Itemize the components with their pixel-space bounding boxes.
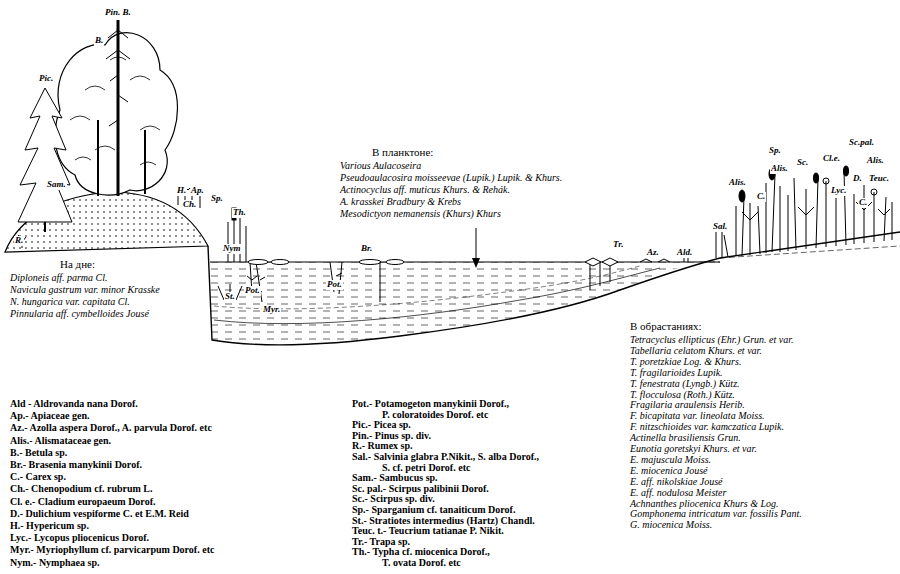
species-line: Achnanthes pliocenica Khurs & Log.: [630, 498, 779, 509]
water-plants: [218, 208, 688, 302]
plant-abbreviation: Pin. B.: [104, 8, 132, 18]
species-line: Diploneis aff. parma Cl.: [10, 272, 108, 283]
species-line: Actinocyclus aff. muticus Khurs. & Rehák…: [340, 184, 510, 195]
species-line: Pinnularia aff. cymbelloides Jousé: [10, 308, 149, 319]
species-line: T. flocculosa (Roth.) Kütz.: [630, 389, 735, 400]
plant-abbreviation: C.: [756, 192, 766, 202]
species-line: Myr.- Myriophyllum cf. parvicarpum Dorof…: [10, 544, 214, 555]
species-line: A. krasskei Bradbury & Krebs: [340, 196, 461, 207]
species-line: P. coloratoides Dorof. etc: [382, 409, 488, 420]
plant-abbreviation: Cl.e.: [822, 154, 841, 164]
plant-abbreviation: Pic.: [38, 74, 54, 84]
species-line: T. ovata Dorof. etc: [382, 557, 461, 568]
species-line: Navicula gastrum var. minor Krasske: [10, 284, 160, 295]
list-heading: В планктоне:: [372, 146, 433, 158]
species-line: Actinella brasiliensis Grun.: [630, 432, 741, 443]
plant-abbreviation: St.: [224, 292, 236, 302]
species-line: Tr.- Trapa sp.: [352, 536, 410, 547]
species-line: Th.- Typha cf. miocenica Dorof.,: [352, 546, 490, 557]
species-line: E. miocenica Jousé: [630, 465, 707, 476]
plant-abbreviation: C.: [858, 198, 868, 208]
species-line: T. fragilarioides Lupik.: [630, 367, 723, 378]
plant-abbreviation: Sc.pal.: [848, 138, 875, 148]
plant-abbreviation: D.: [852, 174, 863, 184]
plant-abbreviation: Lyc.: [830, 186, 847, 196]
species-line: G. miocenica Moiss.: [630, 519, 712, 530]
plant-abbreviation: Alis.: [770, 164, 789, 174]
species-line: S. cf. petri Dorof. etc: [382, 462, 470, 473]
species-line: Ald - Aldrovanda nana Dorof.: [10, 398, 138, 409]
species-line: Tetracyclus ellipticus (Ehr.) Grun. et v…: [630, 334, 794, 345]
species-line: Sp.- Sparganium cf. tanaiticum Dorof.: [352, 504, 515, 515]
species-line: Lyc.- Lycopus pliocenicus Dorof.: [10, 532, 149, 543]
list-heading: На дне:: [60, 258, 95, 270]
species-line: Sam.- Sambucus sp.: [352, 472, 438, 483]
plant-abbreviation: Sc.: [796, 158, 809, 168]
species-line: N. hungarica var. capitata Cl.: [10, 296, 130, 307]
plant-abbreviation: R.: [14, 236, 24, 246]
plant-abbreviation: Sp.: [210, 194, 224, 204]
species-line: Pic.- Picea sp.: [352, 419, 411, 430]
species-line: Eunotia goretskyi Khurs. et var.: [630, 443, 757, 454]
species-line: Ch.- Chenopodium cf. rubrum L.: [10, 483, 153, 494]
species-line: Nym.- Nymphaea sp.: [10, 557, 99, 568]
species-line: Sc. pal.- Scirpus palibinii Dorof.: [352, 483, 489, 494]
plant-abbreviation: Sam.: [46, 180, 67, 190]
species-line: R.- Rumex sp.: [352, 440, 413, 451]
species-line: E. aff. nikolskiae Jousé: [630, 476, 722, 487]
species-line: Cl. e.- Cladium europaeum Dorof.: [10, 496, 155, 507]
plant-abbreviation: Sp.: [768, 146, 782, 156]
plant-abbreviation: Th.: [232, 208, 247, 218]
species-line: Teuc. t.- Teucrium tatianae P. Nikit.: [352, 525, 504, 536]
species-line: Ap.- Apiaceae gen.: [10, 410, 89, 421]
species-line: Pseudoaulacosira moisseevae (Lupik.) Lup…: [340, 172, 562, 183]
species-line: Br.- Brasenia manykinii Dorof.: [10, 459, 142, 470]
species-line: T. poretzkiae Log. & Khurs.: [630, 356, 741, 367]
plant-abbreviation: Br.: [360, 244, 373, 254]
species-line: E. aff. nodulosa Meister: [630, 487, 726, 498]
species-line: Alis.- Alismataceae gen.: [10, 435, 111, 446]
species-line: Az.- Azolla aspera Dorof., A. parvula Do…: [10, 422, 212, 433]
species-line: Sal.- Salvinia glabra P.Nikit., S. alba …: [352, 451, 539, 462]
species-line: T. fenestrata (Lyngb.) Kütz.: [630, 378, 740, 389]
species-line: Mesodictyon nemanensis (Khurs) Khurs: [340, 208, 501, 219]
plant-abbreviation: Teuc.: [868, 174, 890, 184]
species-line: Various Aulacoseira: [340, 160, 421, 171]
species-line: Pot.- Potamogeton manykinii Dorof.,: [352, 398, 509, 409]
shore-plants: [716, 166, 892, 258]
plant-abbreviation: Ap.: [190, 186, 205, 196]
species-line: F. bicapitata var. lineolata Moiss.: [630, 410, 765, 421]
plant-abbreviation: Sal.: [712, 222, 728, 232]
species-line: F. nitzschioides var. kamczatica Lupik.: [630, 421, 784, 432]
species-line: St.- Stratiotes intermedius (Hartz) Chan…: [352, 515, 535, 526]
plant-abbreviation: Ald.: [676, 248, 693, 258]
plant-abbreviation: Nym: [222, 244, 242, 254]
plant-abbreviation: Alis.: [866, 156, 885, 166]
list-heading: В обрастаниях:: [630, 320, 702, 332]
species-line: B.- Betula sp.: [10, 447, 67, 458]
plant-abbreviation: B.: [94, 36, 104, 46]
species-line: Sc.- Scirpus sp. div.: [352, 493, 435, 504]
trees: [18, 20, 200, 248]
plant-abbreviation: H.: [176, 186, 187, 196]
sinking-arrow: [472, 228, 480, 268]
plant-abbreviation: Alis.: [728, 178, 747, 188]
species-line: Fragilaria araulensis Herib.: [630, 399, 745, 410]
species-line: Tabellaria celatom Khurs. et var.: [630, 345, 762, 356]
species-line: C.- Carex sp.: [10, 471, 66, 482]
plant-abbreviation: Pot.: [244, 286, 261, 296]
plant-abbreviation: Tr.: [612, 240, 624, 250]
species-line: E. majuscula Moiss.: [630, 454, 711, 465]
species-line: H.- Hypericum sp.: [10, 520, 89, 531]
species-line: Pin.- Pinus sp. div.: [352, 430, 431, 441]
species-line: Gomphonema intricatum var. fossilis Pant…: [630, 508, 802, 519]
plant-abbreviation: Ch.: [182, 200, 197, 210]
plant-abbreviation: Pot.: [326, 280, 343, 290]
species-line: D.- Dulichium vespiforme C. et E.M. Reid: [10, 508, 189, 519]
plant-abbreviation: Myr.: [262, 305, 281, 315]
plant-abbreviation: Az.: [646, 248, 660, 258]
